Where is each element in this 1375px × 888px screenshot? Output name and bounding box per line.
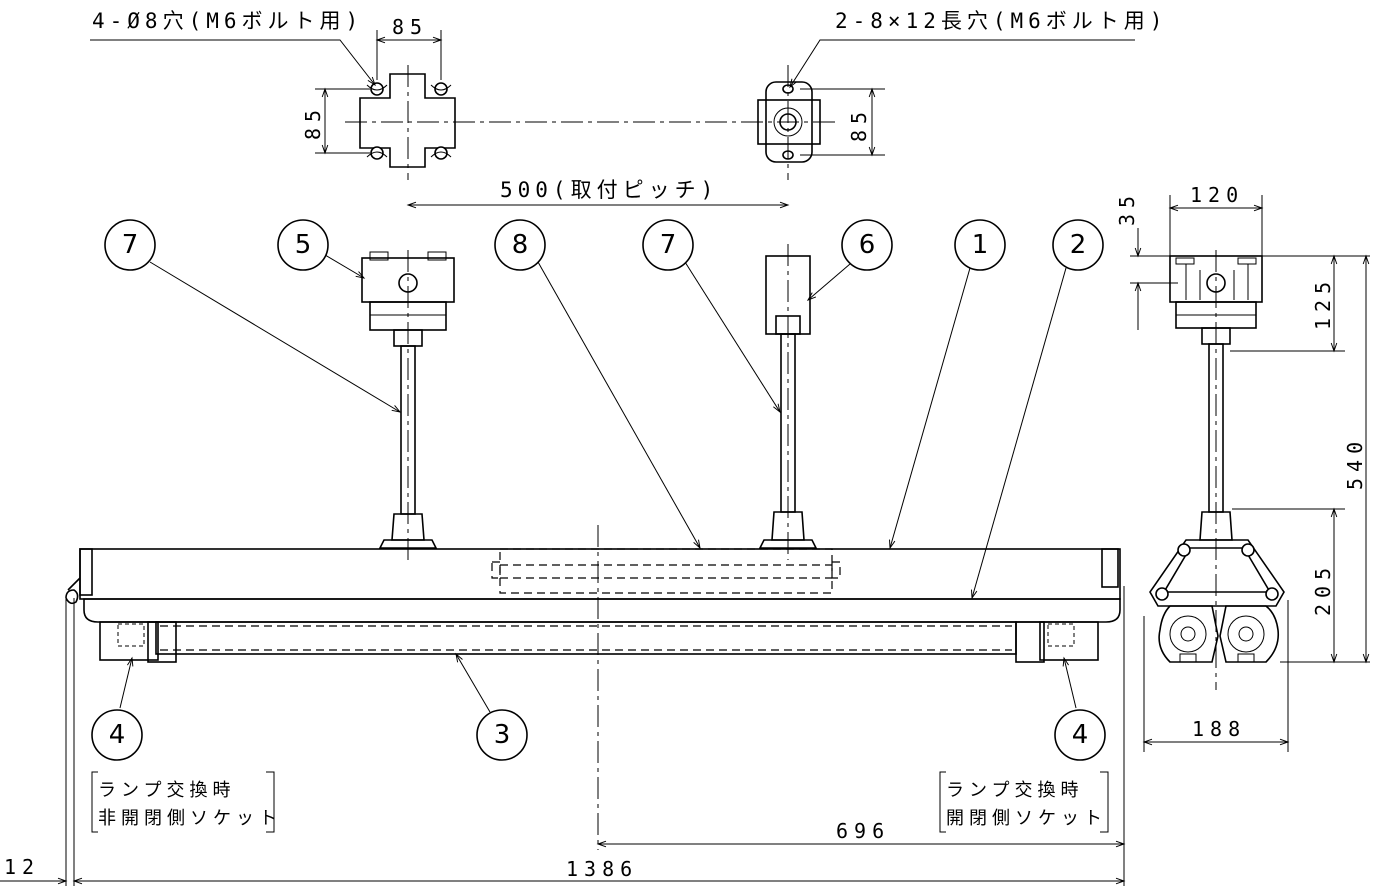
dim-540: 540 <box>1343 436 1367 490</box>
callout-1: 1 <box>954 219 1006 271</box>
svg-text:開閉側ソケット: 開閉側ソケット <box>946 808 1107 829</box>
dim-85-right: 85 <box>847 106 871 142</box>
dim-85-left: 85 <box>301 104 325 140</box>
svg-text:7: 7 <box>660 230 677 260</box>
svg-text:3: 3 <box>494 720 511 750</box>
svg-text:7: 7 <box>122 230 139 260</box>
front-view: 7 5 8 7 6 1 2 4 <box>0 219 1126 886</box>
svg-text:非開閉側ソケット: 非開閉側ソケット <box>98 808 282 829</box>
dim-188: 188 <box>1192 717 1246 741</box>
dim-205: 205 <box>1311 562 1335 616</box>
callout-7-right: 7 <box>642 219 694 271</box>
dim-696: 696 <box>836 819 890 843</box>
callout-4-right: 4 <box>1054 709 1106 761</box>
side-view: 120 35 125 540 205 188 <box>1115 183 1370 752</box>
svg-text:6: 6 <box>859 230 876 260</box>
callout-5: 5 <box>277 219 329 271</box>
svg-text:8: 8 <box>512 230 529 260</box>
dim-1386: 1386 <box>566 857 638 881</box>
svg-text:1: 1 <box>972 230 989 260</box>
left-mount-plate <box>359 73 456 168</box>
svg-text:2: 2 <box>1070 230 1087 260</box>
dim-125: 125 <box>1311 276 1335 330</box>
callout-4-left: 4 <box>91 709 143 761</box>
note-left: ランプ交換時 非開閉側ソケット <box>91 771 282 833</box>
svg-text:4: 4 <box>109 720 126 750</box>
note-right: ランプ交換時 開閉側ソケット <box>939 771 1109 833</box>
hole-left-label: 4-Ø8穴(M6ボルト用) <box>92 9 363 33</box>
callout-6: 6 <box>841 219 893 271</box>
dim-35: 35 <box>1115 190 1139 226</box>
dim-120: 120 <box>1190 183 1244 207</box>
dim-12: 12 <box>4 855 40 879</box>
svg-text:ランプ交換時: ランプ交換時 <box>946 780 1083 801</box>
svg-text:4: 4 <box>1072 720 1089 750</box>
callout-8: 8 <box>494 219 546 271</box>
callout-3: 3 <box>476 709 528 761</box>
dim-85-top: 85 <box>392 15 428 39</box>
svg-text:5: 5 <box>295 230 312 260</box>
callout-2: 2 <box>1052 219 1104 271</box>
svg-text:ランプ交換時: ランプ交換時 <box>98 780 235 801</box>
top-view: 85 85 85 500(取付ピッチ) 4-Ø8穴(M6ボルト用) 2-8×12… <box>90 9 1167 209</box>
hole-right-label: 2-8×12長穴(M6ボルト用) <box>835 9 1167 33</box>
callout-7-left: 7 <box>104 219 156 271</box>
pitch-label: 500(取付ピッチ) <box>500 178 718 202</box>
